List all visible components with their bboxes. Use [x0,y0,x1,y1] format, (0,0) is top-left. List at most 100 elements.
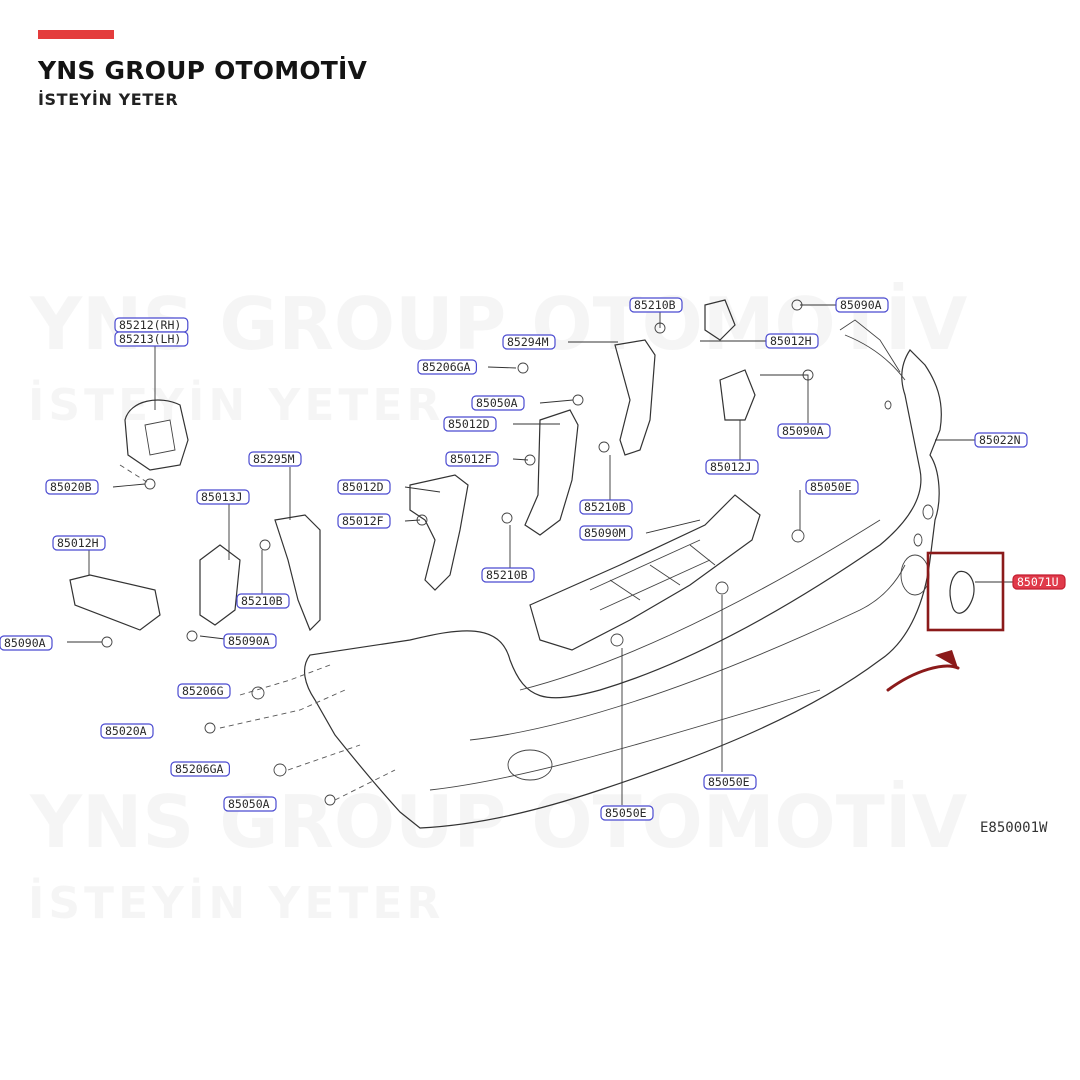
callout-label: 85050E [810,480,852,494]
callout-box [1012,574,1066,590]
callout-label: 85210B [241,594,283,608]
callout-box [481,567,535,583]
callout-label: 85090A [840,298,882,312]
brand-accent-bar [38,30,114,39]
callout-label: 85012H [57,536,99,550]
callout-label: 85090M [584,526,626,540]
callout-box [443,416,497,432]
callout-85022n: 85022N [974,432,1028,448]
callout-box [337,513,391,529]
callout-box [765,333,819,349]
callout-box [417,359,478,375]
callout-85090a: 85090A [223,633,277,649]
callout-label: 85090A [228,634,270,648]
callout-box [600,805,654,821]
callout-box [236,593,290,609]
callout-label: 85020A [105,724,147,738]
callout-label: 85012D [342,480,384,494]
callout-label: 85020B [50,480,92,494]
callout-label: 85012H [770,334,812,348]
callout-box [502,334,556,350]
callout-85050e: 85050E [600,805,654,821]
callout-85210b: 85210B [579,499,633,515]
callout-box [0,635,53,651]
callout-85050e: 85050E [703,774,757,790]
callout-label: 85295M [253,452,295,466]
callout-box [337,479,391,495]
right-side-bracket [409,339,656,591]
callout-85012d: 85012D [443,416,497,432]
callout-85294m: 85294M [502,334,556,350]
callout-labels: 85212(RH)85213(LH) 85206GA 85294M 85210B 850… [0,297,1066,821]
bumper-side-retainer [704,299,756,421]
callout-85212-rh-: 85212(RH) [114,317,189,333]
callout-label: 85090A [4,636,46,650]
callout-85206ga: 85206GA [417,359,478,375]
callout-85012f: 85012F [337,513,391,529]
callout-box [777,423,831,439]
callout-label: 85210B [634,298,676,312]
callout-label: 85206GA [422,360,471,374]
brand-name: YNS GROUP OTOMOTİV [38,56,368,85]
highlight-frame [926,551,1005,632]
callout-85206ga: 85206GA [170,761,231,777]
rear-bumper-fascia [303,319,942,829]
callout-label: 85206GA [175,762,224,776]
callout-box [114,331,189,347]
callout-85210b: 85210B [629,297,683,313]
callout-label: 85206G [182,684,224,698]
callout-box [579,525,633,541]
callout-label: 85071U [1017,575,1059,589]
callout-box [100,723,154,739]
callout-85012h: 85012H [765,333,819,349]
callout-85090a: 85090A [0,635,53,651]
drawing-code: E850001W [980,820,1048,836]
callout-85012d: 85012D [337,479,391,495]
callout-label: 85294M [507,335,549,349]
callout-label: 85012F [342,514,384,528]
callout-box [170,761,231,777]
callout-label: 85012F [450,452,492,466]
callout-label: 85050A [476,396,518,410]
callout-85090a: 85090A [835,297,889,313]
callout-85210b: 85210B [481,567,535,583]
callout-box [705,459,759,475]
pointer-arrow [886,650,960,692]
callout-85012f: 85012F [445,451,499,467]
callout-label: 85012D [448,417,490,431]
callout-85090m: 85090M [579,525,633,541]
center-reinforcement-beam [529,494,761,651]
callout-85012j: 85012J [705,459,759,475]
callout-85071u: 85071U [1012,574,1066,590]
callout-85050e: 85050E [805,479,859,495]
callout-85295m: 85295M [248,451,302,467]
callout-label: 85212(RH) [119,318,181,332]
callout-85090a: 85090A [777,423,831,439]
callout-85013j: 85013J [196,489,250,505]
callout-label: 85210B [486,568,528,582]
callout-85050a: 85050A [223,796,277,812]
callout-box [445,451,499,467]
callout-label: 85210B [584,500,626,514]
left-side-bracket [69,514,321,632]
callout-label: 85050A [228,797,270,811]
callout-box [223,796,277,812]
callout-label: 85013J [201,490,243,504]
bumper-side-cap-85071U [949,570,975,614]
callout-box [471,395,525,411]
callout-box [177,683,231,699]
callout-label: 85050E [708,775,750,789]
callout-box [196,489,250,505]
callout-label: 85022N [979,433,1021,447]
callout-box [52,535,106,551]
callout-label: 85012J [710,460,752,474]
callout-box [703,774,757,790]
callout-box [835,297,889,313]
callout-box [45,479,99,495]
callout-box [223,633,277,649]
callout-box [629,297,683,313]
callout-label: 85213(LH) [119,332,181,346]
callout-85213-lh-: 85213(LH) [114,331,189,347]
callout-box [805,479,859,495]
